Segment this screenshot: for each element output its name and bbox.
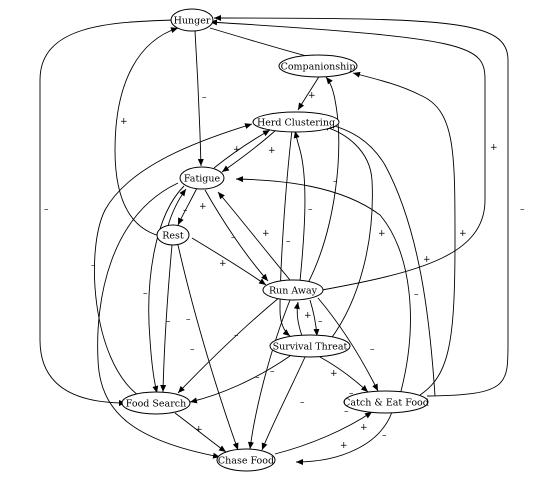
sign-fatigue-rest: – — [183, 206, 188, 216]
sign-companionship-herd: + — [308, 91, 316, 101]
node-herd-clustering: Herd Clustering — [252, 111, 340, 133]
edge-fatigue-chase-food — [97, 182, 221, 459]
edge-rest-food-search — [160, 244, 173, 393]
sign-run-away-herd: – — [308, 205, 313, 215]
sign-catch-eat-herd: + — [423, 255, 431, 265]
sign-herd-fatigue: + — [233, 145, 241, 155]
sign-hunger-food-search: – — [44, 205, 49, 215]
node-run-away-label: Run Away — [269, 286, 318, 297]
edge-chase-food-catch-eat — [274, 411, 373, 455]
edge-sign-labels: – + – + + – + + + – – – + – + – – – + + … — [44, 91, 525, 451]
sign-survival-run-away: – — [318, 317, 323, 327]
nodes: Hunger Companionship Herd Clustering Fat… — [121, 8, 429, 472]
edge-rest-chase-food — [177, 244, 239, 451]
sign-hunger-fatigue: – — [202, 93, 207, 103]
edge-hunger-companionship — [209, 27, 319, 61]
sign-survival-food-search: – — [255, 373, 260, 383]
node-companionship-label: Companionship — [281, 62, 356, 73]
edge-food-search-chase-food — [174, 412, 227, 453]
sign-catch-eat-hunger: – — [520, 205, 525, 215]
node-survival-threat-label: Survival Threat — [273, 342, 348, 353]
edge-run-away-fatigue — [217, 191, 291, 281]
edge-catch-eat-chase-food — [295, 411, 393, 465]
edge-catch-eat-companionship — [352, 71, 456, 396]
sign-run-away-fatigue: + — [262, 229, 270, 239]
edge-survival-run-away — [293, 301, 303, 337]
edge-run-away-chase-food — [247, 299, 291, 450]
edge-herd-survival — [279, 129, 293, 337]
node-rest: Rest — [156, 224, 190, 246]
edge-run-away-hunger — [209, 19, 486, 291]
sign-catch-eat-fatigue: – — [414, 290, 419, 300]
edge-survival-food-search — [189, 355, 291, 404]
edge-food-search-herd — [93, 123, 253, 396]
edge-fatigue-rest — [177, 187, 198, 226]
sign-rest-food-search: – — [166, 317, 171, 327]
edge-hunger-food-search — [39, 19, 175, 406]
edge-rest-hunger — [114, 27, 179, 237]
sign-survival-catch-eat-2: – — [349, 389, 354, 399]
sign-rest-chase-food: – — [190, 345, 195, 355]
edge-fatigue-run-away — [204, 189, 269, 282]
sign-chase-food-catch-eat-2: + — [340, 441, 348, 451]
edge-run-away-survival — [309, 299, 320, 337]
sign-rest-fatigue: + — [199, 202, 207, 212]
sign-food-search-herd: – — [91, 261, 96, 271]
sign-fatigue-food-search: – — [143, 289, 148, 299]
node-food-search-label: Food Search — [126, 399, 186, 410]
node-catch-eat-food: Catch & Eat Food — [343, 390, 429, 414]
node-fatigue-label: Fatigue — [184, 174, 221, 185]
edge-companionship-herd — [297, 74, 321, 111]
edge-rest-fatigue — [167, 188, 187, 227]
node-survival-threat: Survival Threat — [269, 334, 351, 358]
sign-rest-run-away: + — [219, 259, 227, 269]
sign-run-away-survival: + — [304, 311, 312, 321]
edge-run-away-herd — [293, 130, 306, 282]
edge-catch-eat-hunger — [213, 15, 509, 397]
edge-survival-chase-food — [261, 356, 306, 451]
edge-run-away-food-search — [177, 296, 281, 394]
edge-fatigue-food-search — [148, 185, 185, 394]
node-food-search: Food Search — [121, 391, 191, 415]
node-hunger: Hunger — [170, 8, 214, 32]
sign-catch-eat-chase-food-2: – — [382, 431, 387, 441]
sign-rest-hunger: + — [120, 117, 128, 127]
node-catch-eat-food-label: Catch & Eat Food — [343, 398, 429, 409]
sign-fatigue-run-away: – — [231, 233, 236, 243]
sign-catch-eat-companionship: + — [459, 229, 467, 239]
node-rest-label: Rest — [162, 231, 184, 242]
sign-chase-food-catch-eat: – — [344, 407, 349, 417]
node-herd-clustering-label: Herd Clustering — [257, 118, 335, 129]
sign-fatigue-herd: + — [268, 146, 276, 156]
sign-run-away-chase-food: – — [270, 367, 275, 377]
sign-survival-chase-food: – — [300, 398, 305, 408]
node-hunger-label: Hunger — [174, 16, 211, 27]
node-companionship: Companionship — [278, 54, 358, 78]
edge-survival-catch-eat — [319, 356, 369, 393]
sign-fatigue-chase-food: – — [186, 315, 191, 325]
edge-run-away-catch-eat — [317, 297, 379, 392]
edges — [39, 15, 509, 465]
node-chase-food: Chase Food — [216, 448, 276, 472]
sign-survival-catch-eat: + — [330, 369, 338, 379]
sign-survival-herd: + — [378, 229, 386, 239]
sign-herd-survival: – — [286, 237, 291, 247]
sign-run-away-food-search: – — [234, 331, 239, 341]
edge-catch-eat-fatigue — [235, 176, 411, 396]
node-chase-food-label: Chase Food — [218, 456, 274, 467]
sign-run-away-catch-eat: – — [370, 345, 375, 355]
node-run-away: Run Away — [262, 279, 324, 301]
sign-run-away-hunger: + — [490, 143, 498, 153]
sign-catch-eat-chase-food: + — [360, 423, 368, 433]
edge-rest-run-away — [191, 237, 267, 286]
node-fatigue: Fatigue — [179, 166, 225, 190]
sign-food-search-chase-food: + — [195, 425, 203, 435]
edge-hunger-fatigue — [194, 30, 204, 167]
edge-herd-fatigue — [221, 129, 277, 173]
edge-catch-eat-herd — [327, 122, 436, 397]
edge-survival-herd — [321, 124, 373, 341]
sign-run-away-companionship: – — [333, 177, 338, 187]
edge-fatigue-herd — [213, 129, 271, 169]
